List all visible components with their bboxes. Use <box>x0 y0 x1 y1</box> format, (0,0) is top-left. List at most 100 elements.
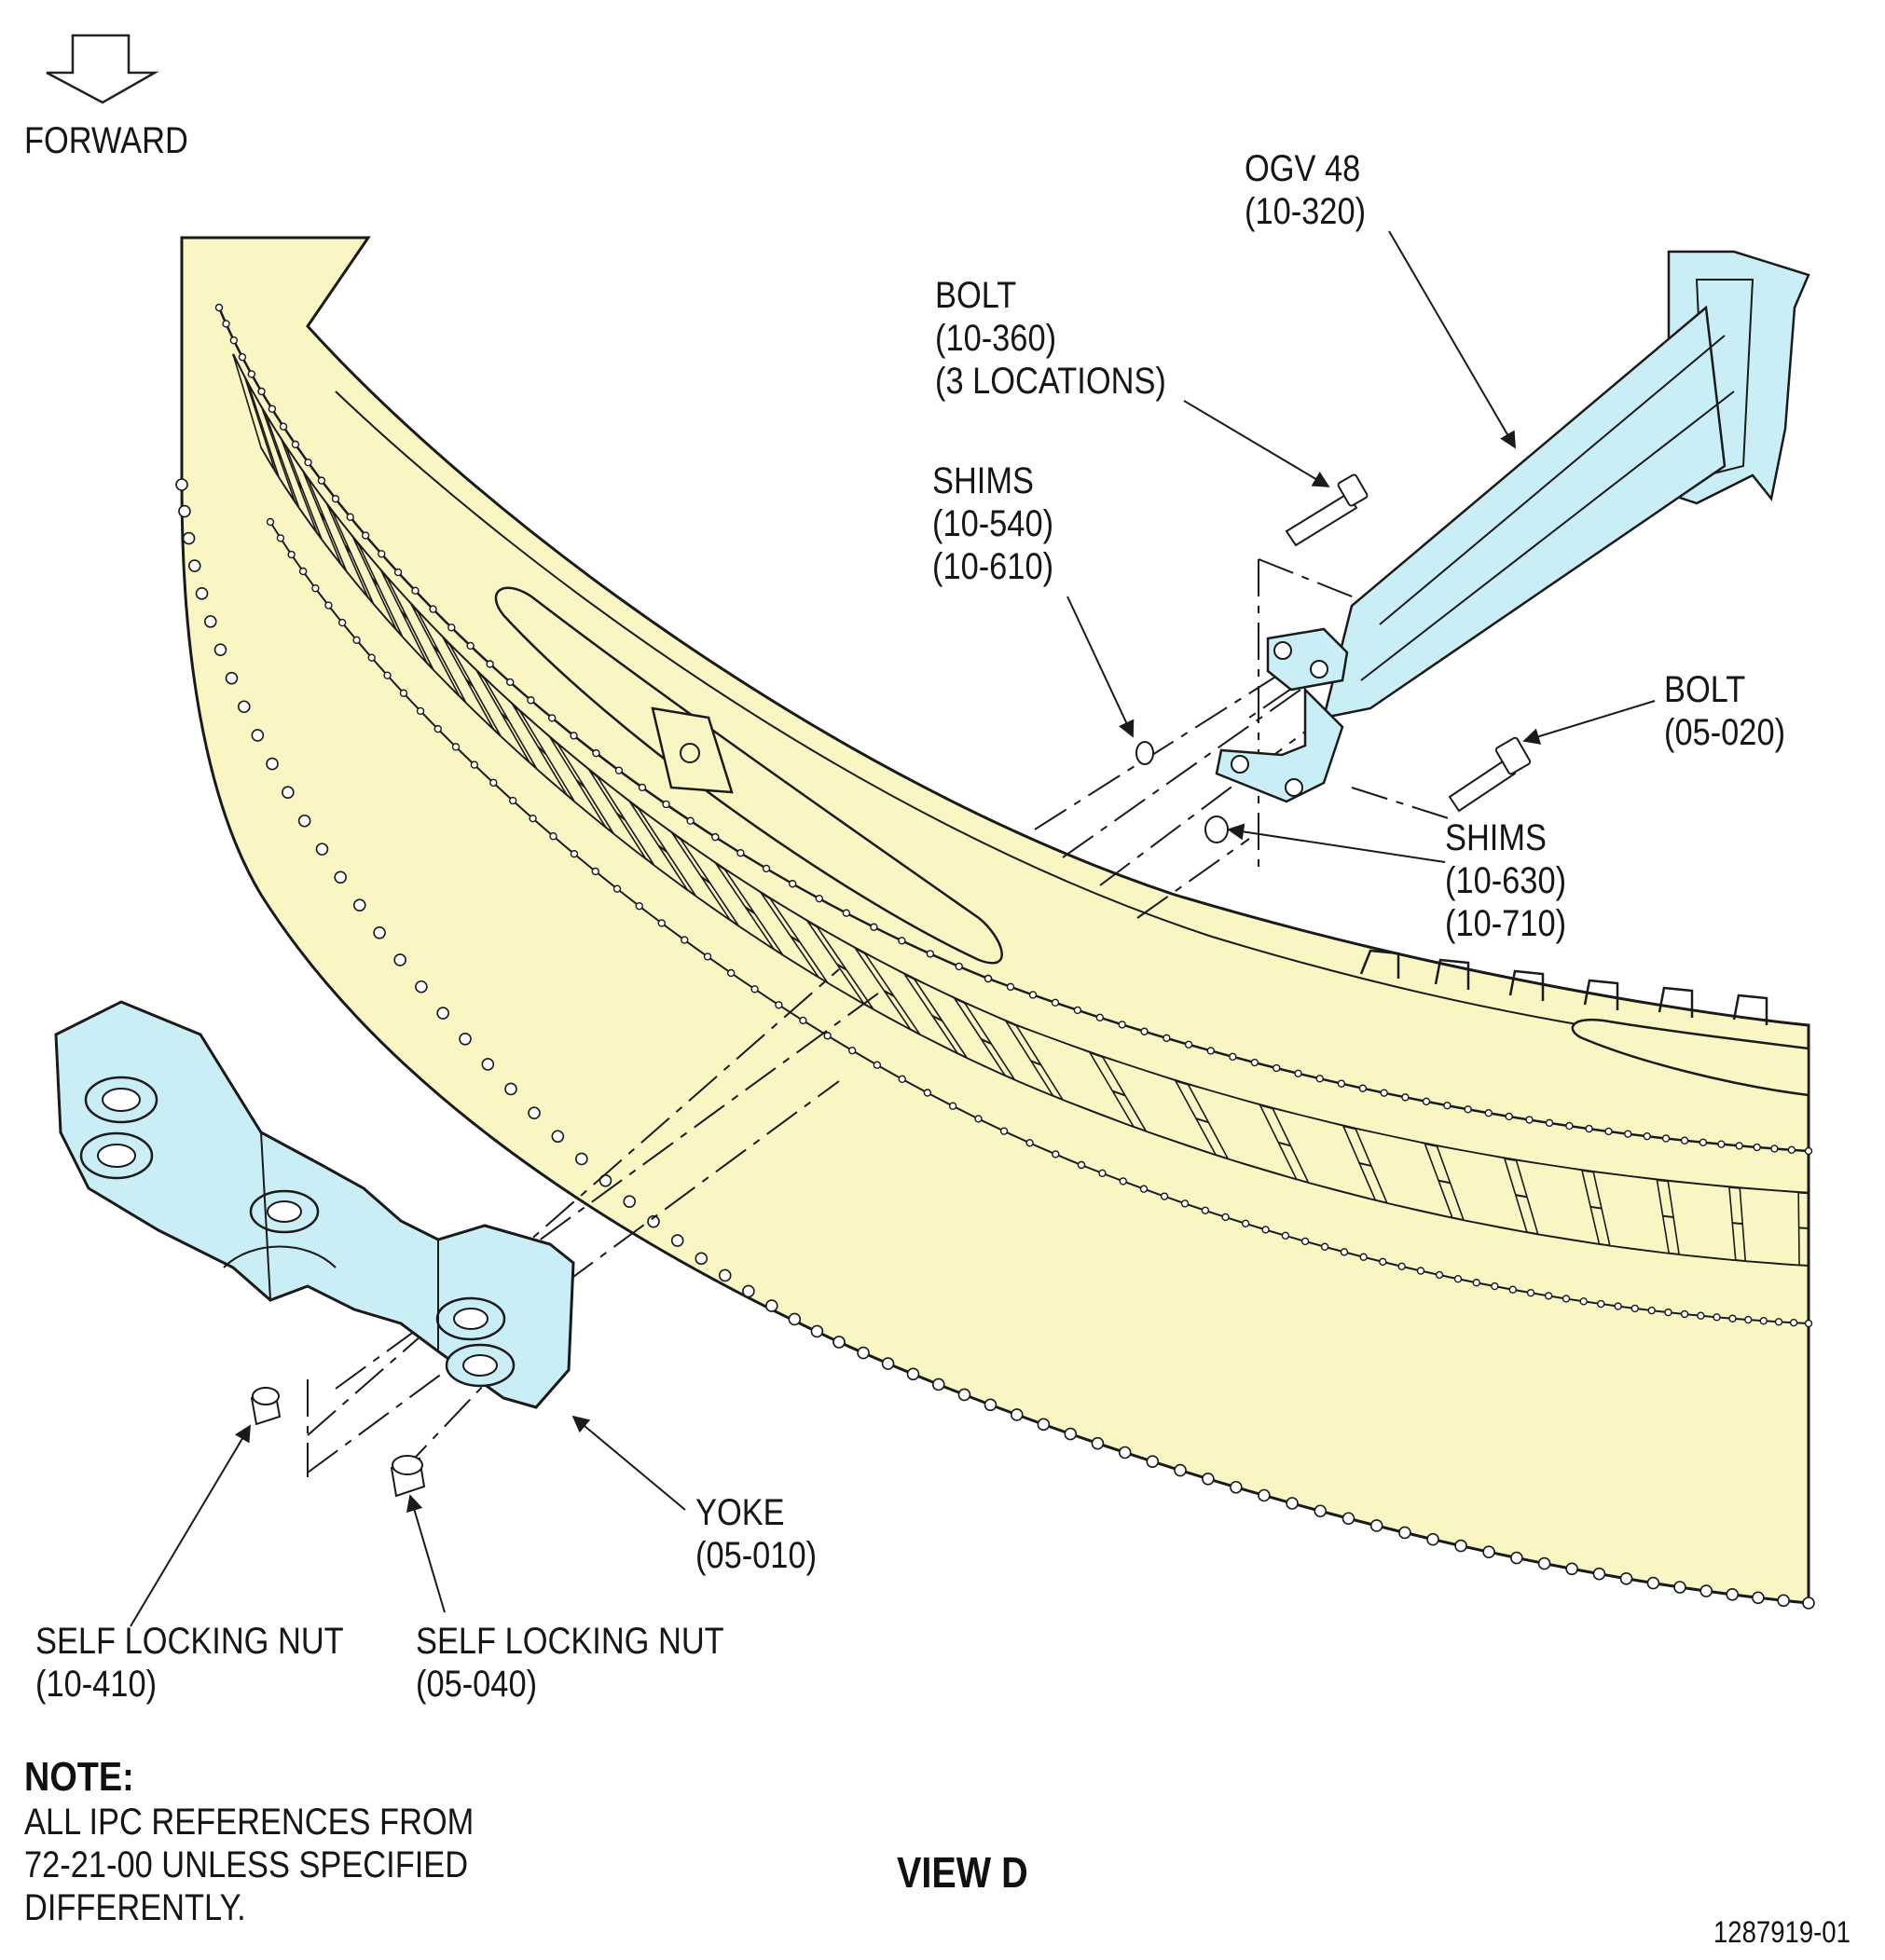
bolt-hole <box>527 696 535 705</box>
bolt-hole <box>1774 1318 1783 1326</box>
bolt-hole <box>1025 1139 1034 1147</box>
callout-nut-right-name: SELF LOCKING NUT <box>416 1621 724 1662</box>
edge-scallop <box>1230 1480 1243 1494</box>
view-title: VIEW D <box>897 1848 1028 1897</box>
edge-scallop <box>957 1388 971 1402</box>
bolt-hole <box>1508 1285 1517 1294</box>
figure-number: 1287919-01 <box>1713 1915 1851 1949</box>
bolt-hole <box>447 624 456 632</box>
bolt-hole <box>1160 1192 1169 1200</box>
flange-panel <box>247 383 296 502</box>
bolt-hole <box>411 586 420 596</box>
bolt-hole <box>842 909 851 917</box>
bolt-hole <box>311 583 320 593</box>
bolt-hole <box>266 517 275 527</box>
flange-panel <box>962 1001 1055 1098</box>
bolt-hole <box>1464 1105 1472 1114</box>
bolt-hole <box>1051 998 1060 1007</box>
callout-shims-right-ref2: (10-710) <box>1445 903 1567 944</box>
bolt-hole <box>1006 982 1015 992</box>
flange-panel <box>1436 1144 1529 1234</box>
bolt-hole <box>736 849 745 857</box>
edge-scallop <box>282 786 295 800</box>
bolt-hole <box>1770 1144 1779 1153</box>
bolt-hole <box>1180 1199 1190 1208</box>
bolt-hole <box>1565 1121 1574 1131</box>
bolt-hole <box>1713 1313 1721 1322</box>
bolt-hole <box>287 550 296 559</box>
bolt-hole <box>1359 1253 1368 1261</box>
edge-scallop <box>334 870 347 884</box>
bolt-hole <box>1735 1142 1743 1150</box>
callout-shims-right-name: SHIMS <box>1445 817 1547 858</box>
bolt-hole <box>466 641 475 651</box>
bolt-hole <box>1680 1136 1689 1144</box>
bolt-hole <box>591 867 599 876</box>
callout-bolt-top-name: BOLT <box>935 275 1017 316</box>
edge-scallop <box>551 1130 565 1144</box>
bolt-hole <box>337 618 347 627</box>
note-heading: NOTE: <box>24 1754 134 1800</box>
flange-bolt-holes <box>175 303 1815 1610</box>
bolt-hole <box>352 636 361 645</box>
bolt-hole <box>1052 1150 1060 1158</box>
flange-panel <box>284 445 342 566</box>
bolt-hole <box>257 387 266 396</box>
callout-yoke-name: YOKE <box>695 1492 785 1533</box>
bolt-hole <box>1585 1124 1593 1133</box>
bolt-hole <box>898 937 906 945</box>
bolt-hole <box>1119 1177 1127 1186</box>
bolt-hole <box>974 1115 983 1123</box>
bolt-hole <box>1697 1311 1705 1320</box>
bolt-hole <box>815 894 823 903</box>
callout-ogv-ref: (10-320) <box>1245 191 1367 232</box>
edge-scallop <box>647 1214 660 1228</box>
forward-arrow-icon <box>46 34 159 104</box>
flange-panel <box>596 774 689 891</box>
callout-nut-left-name: SELF LOCKING NUT <box>35 1621 344 1662</box>
edge-scallop <box>1537 1556 1551 1570</box>
bolt-hole <box>898 1075 906 1084</box>
flange-panel <box>680 838 775 951</box>
bolt-hole <box>873 1061 882 1069</box>
bolt-hole <box>433 724 442 733</box>
bolt-hole <box>1525 1116 1534 1124</box>
bolt-hole <box>1604 1127 1613 1136</box>
bolt-hole <box>788 880 797 888</box>
edge-scallop <box>187 559 201 572</box>
edge-scallop <box>1369 1519 1383 1532</box>
bolt-hole <box>1294 1069 1302 1077</box>
bolt-hole <box>1380 1089 1388 1097</box>
bolt-hole <box>229 336 239 345</box>
bolt-hole <box>1261 1226 1270 1234</box>
bolt-hole <box>1597 1299 1605 1309</box>
flange-panel <box>1592 1171 1671 1254</box>
edge-scallop <box>1118 1446 1132 1460</box>
edge-scallop <box>213 643 227 656</box>
bolt-hole <box>508 796 517 805</box>
bolt-hole <box>1201 1206 1210 1214</box>
bolt-hole <box>276 534 285 542</box>
bolt-hole <box>1229 1052 1237 1062</box>
edge-scallop <box>1454 1539 1467 1553</box>
flange-panel <box>1271 1106 1377 1201</box>
bolt-05-020-icon <box>1448 736 1532 813</box>
bolt-hole <box>1759 1317 1768 1325</box>
edge-scallop <box>881 1357 895 1370</box>
edge-scallop <box>1592 1567 1606 1581</box>
callout-bolt-top-qty: (3 LOCATIONS) <box>935 361 1166 402</box>
flange-panel <box>557 743 647 860</box>
bolt-hole <box>1315 1075 1324 1083</box>
flange-panel <box>448 643 530 763</box>
bolt-hole <box>657 919 666 927</box>
bolt-hole <box>1453 1275 1463 1283</box>
flange-panel <box>863 952 960 1056</box>
bolt-hole <box>775 1001 783 1009</box>
callout-bolt-right-name: BOLT <box>1664 669 1746 710</box>
bolt-hole <box>1073 1006 1082 1015</box>
callout-yoke-ref: (05-010) <box>695 1535 818 1576</box>
edge-scallop <box>670 1234 684 1247</box>
bolt-hole <box>324 601 333 610</box>
bolt-hole <box>451 743 461 751</box>
